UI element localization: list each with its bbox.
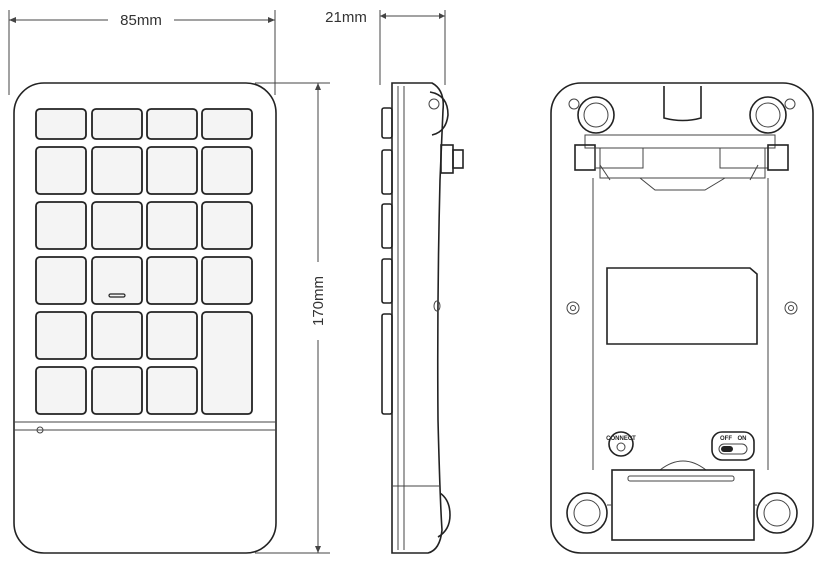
key[interactable] [146, 108, 198, 140]
key[interactable] [35, 256, 87, 305]
back-view: CONNECT OFF ON [550, 82, 814, 554]
rubber-foot-bottom-left [566, 492, 608, 534]
status-led [36, 426, 44, 434]
kickstand-hinge-left [574, 144, 596, 171]
key[interactable] [35, 366, 87, 415]
home-key-bump [108, 293, 126, 298]
connect-button[interactable] [608, 431, 634, 457]
height-dimension: 170mm [255, 82, 330, 554]
key[interactable] [35, 146, 87, 195]
key[interactable] [91, 311, 143, 360]
key[interactable] [146, 311, 198, 360]
battery-door-slot [627, 475, 735, 482]
side-screw [433, 300, 441, 312]
depth-label: 21mm [325, 9, 367, 26]
key[interactable] [35, 311, 87, 360]
height-label: 170mm [310, 276, 327, 326]
rubber-foot-top-left [577, 96, 615, 134]
key[interactable] [91, 366, 143, 415]
width-dimension: 85mm [8, 10, 276, 95]
power-switch-track[interactable] [718, 443, 748, 455]
kickstand-hinge-right [767, 144, 789, 171]
side-key [381, 107, 393, 139]
front-body-outline [13, 82, 277, 554]
screw-right [784, 301, 798, 315]
side-key [381, 203, 393, 249]
switch-off-label: OFF [720, 436, 732, 442]
side-bottom-foot [437, 492, 451, 538]
connect-label: CONNECT [606, 436, 636, 442]
key[interactable] [146, 201, 198, 250]
side-body-outline [391, 82, 445, 554]
width-label: 85mm [120, 12, 162, 29]
power-switch-slider[interactable] [721, 446, 733, 452]
rubber-foot-top-right [749, 96, 787, 134]
side-top-foot [429, 91, 449, 136]
key[interactable] [146, 146, 198, 195]
key[interactable] [91, 108, 143, 140]
key[interactable] [201, 201, 253, 250]
key[interactable] [35, 108, 87, 140]
key[interactable] [201, 146, 253, 195]
key[interactable] [201, 256, 253, 305]
tall-enter-key[interactable] [201, 311, 253, 415]
front-view [13, 82, 277, 554]
side-key [381, 149, 393, 195]
key[interactable] [201, 108, 253, 140]
power-switch-housing [711, 431, 755, 461]
screw-left [566, 301, 580, 315]
side-key [381, 313, 393, 415]
rubber-foot-bottom-right [756, 492, 798, 534]
side-view [381, 82, 464, 554]
depth-dimension: 21mm [316, 8, 446, 85]
switch-on-label: ON [738, 436, 747, 442]
key[interactable] [91, 201, 143, 250]
side-latch [440, 144, 454, 174]
product-label-area [606, 267, 758, 345]
key[interactable] [35, 201, 87, 250]
key[interactable] [146, 256, 198, 305]
key-home-5[interactable] [91, 256, 143, 305]
key[interactable] [91, 146, 143, 195]
back-body-outline [550, 82, 814, 554]
side-key [381, 258, 393, 304]
key[interactable] [146, 366, 198, 415]
top-tab [663, 86, 702, 122]
